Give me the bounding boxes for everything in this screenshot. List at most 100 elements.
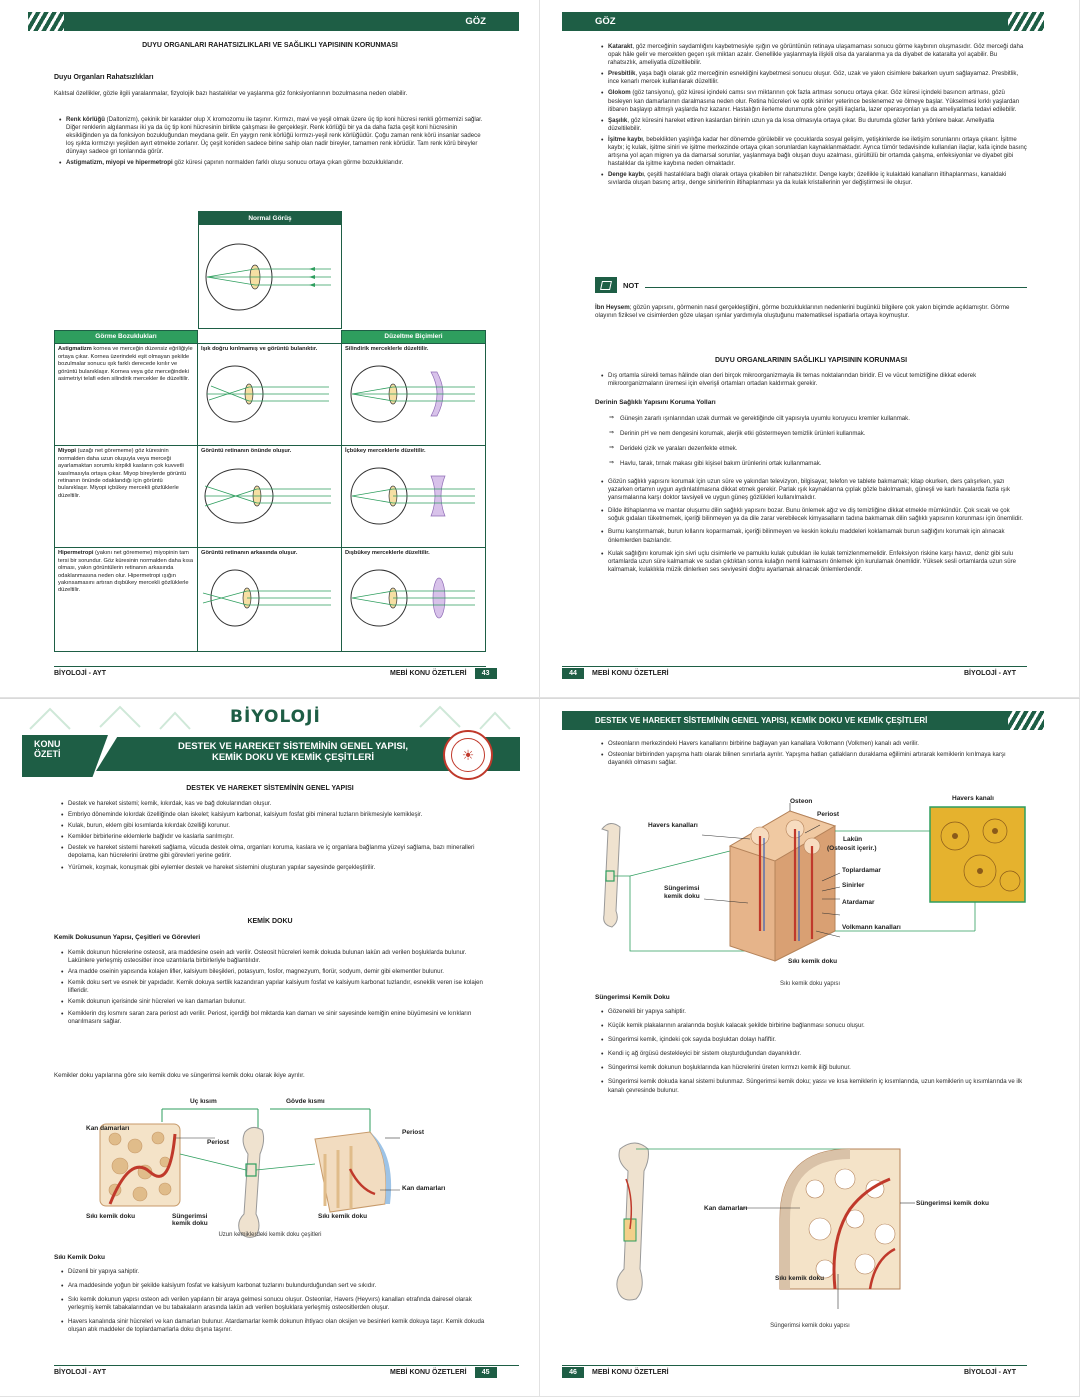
footer-right: BİYOLOJİ - AYT bbox=[964, 1368, 1016, 1376]
spongy-list: Gözenekli bir yapıya sahiptir. Küçük kem… bbox=[600, 1008, 1027, 1098]
header-title: GÖZ bbox=[465, 16, 486, 27]
label-spongy-1: Süngerimsi bbox=[664, 885, 700, 892]
header-title: GÖZ bbox=[595, 16, 616, 27]
footer-rule bbox=[54, 666, 486, 667]
list-item: Osteonlar birbirinden yapışma hattı olar… bbox=[600, 751, 1027, 767]
label-havers-canals: Havers kanalları bbox=[648, 822, 698, 829]
figure-caption-1: Sıkı kemik doku yapısı bbox=[779, 981, 841, 987]
label-vein: Toplardamar bbox=[842, 867, 881, 874]
figure-caption-2: Süngerimsi kemik doku yapısı bbox=[770, 1323, 850, 1329]
list-item: Ara maddesinde yoğun bir şekilde kalsiyu… bbox=[60, 1282, 487, 1291]
list-item: Şaşılık, göz küresini hareket ettiren ka… bbox=[600, 117, 1027, 133]
table-row: Hipermetropi (yakını net görememe) miyop… bbox=[53, 547, 486, 653]
brand-title: BİYOLOJİ bbox=[230, 707, 321, 727]
section-heading: Duyu Organları Rahatsızlıkları bbox=[54, 74, 154, 81]
list-item: Kendi iç ağ örgüsü destekleyici bir sist… bbox=[600, 1050, 1027, 1059]
list-item: Havlu, tarak, tırnak makası gibi kişisel… bbox=[608, 460, 1027, 468]
list-item: Ara madde oseinin yapısında kolajen lifl… bbox=[60, 968, 487, 977]
cylindrical-lens-diagram bbox=[350, 365, 475, 423]
astigmatism-cell: Işık doğru kırılmamış ve görüntü bulanık… bbox=[197, 343, 342, 447]
label-blood-vessels: Kan damarları bbox=[704, 1205, 748, 1212]
decor-triangles bbox=[29, 705, 511, 730]
normal-eye-diagram bbox=[205, 243, 331, 311]
label-osteon: Osteon bbox=[790, 798, 813, 805]
figure-caption: Uzun kemiklerdeki kemik doku çeşitleri bbox=[218, 1232, 322, 1238]
page-header: GÖZ bbox=[562, 12, 1008, 31]
list-item: Süngerimsi kemik dokunun boşluklarında k… bbox=[600, 1064, 1027, 1073]
list-item: Kulak, burun, eklem gibi kısımlarda kıkı… bbox=[60, 822, 487, 831]
note-label: NOT bbox=[623, 280, 639, 290]
label-lacuna-note: (Osteosit içerir.) bbox=[827, 845, 877, 852]
footer-right: BİYOLOJİ - AYT bbox=[964, 669, 1016, 677]
label-compact-bone: Sıkı kemik doku bbox=[86, 1213, 136, 1220]
table-row: Astigmatizm kornea ve merceğin düzensiz … bbox=[53, 343, 486, 447]
section-title: DESTEK VE HAREKET SİSTEMİNİN GENEL YAPIS… bbox=[186, 785, 354, 792]
convex-lens-diagram bbox=[350, 569, 475, 627]
ministry-seal: ☀ bbox=[443, 730, 493, 780]
page-header: GÖZ bbox=[64, 12, 519, 31]
list-item: Süngerimsi kemik dokuda kanal sistemi bu… bbox=[600, 1078, 1027, 1094]
page-number: 43 bbox=[474, 667, 497, 679]
page-title: DUYU ORGANLARI RAHATSIZLIKLARI VE SAĞLIK… bbox=[142, 42, 398, 49]
label-compact-bone: Sıkı kemik doku bbox=[788, 958, 838, 965]
hyperopia-cell: Görüntü retinanın arkasında oluşur. bbox=[197, 547, 342, 653]
bone-list: Kemik dokunun hücrelerine osteosit, ara … bbox=[60, 949, 487, 1029]
myopia-eye-diagram bbox=[204, 468, 332, 524]
label-spongy-bone: Süngerimsi kemik doku bbox=[172, 1213, 208, 1228]
astigmatism-eye-diagram bbox=[206, 365, 330, 423]
system-list: Destek ve hareket sistemi; kemik, kıkırd… bbox=[60, 800, 487, 875]
list-item: Güneşin zararlı ışınlarından uzak durmak… bbox=[608, 415, 1027, 423]
page-number: 45 bbox=[474, 1366, 497, 1378]
col-header-empty bbox=[197, 329, 342, 345]
label-periosteum: Periost bbox=[207, 1139, 230, 1146]
note-icon bbox=[595, 277, 617, 293]
list-item: Derinin pH ve nem dengesini korumak, ale… bbox=[608, 430, 1027, 438]
convex-lens-cell: Dışbükey merceklerle düzeltilir. bbox=[341, 547, 486, 653]
footer-rule bbox=[562, 1365, 1027, 1366]
skin-care-list: Güneşin zararlı ışınlarından uzak durmak… bbox=[608, 415, 1027, 475]
label-artery: Atardamar bbox=[842, 899, 875, 906]
concave-lens-diagram bbox=[350, 467, 475, 525]
spongy-bone-figure bbox=[616, 1142, 915, 1309]
list-item: Renk körlüğü (Daltonizm), çekinik bir ka… bbox=[58, 116, 486, 156]
list-item: Glokom (göz tansiyonu), göz küresi içind… bbox=[600, 89, 1027, 113]
normal-vision-box: Normal Görüş bbox=[198, 211, 342, 329]
label-periosteum-2: Periost bbox=[402, 1129, 425, 1136]
label-blood-vessels-2: Kan damarları bbox=[402, 1185, 446, 1192]
compact-subheading: Sıkı Kemik Doku bbox=[54, 1254, 105, 1261]
list-item: Küçük kemik plakalarının aralarında boşl… bbox=[600, 1022, 1027, 1031]
cylindrical-lens-cell: Silindirik merceklerle düzeltilir. bbox=[341, 343, 486, 447]
list-item: Destek ve hareket sistemi; kemik, kıkırd… bbox=[60, 800, 487, 809]
header-stripes bbox=[1008, 12, 1044, 31]
label-shaft: Gövde kısmı bbox=[286, 1098, 325, 1105]
list-item: Sıkı kemik dokunun yapısı osteon adı ver… bbox=[60, 1296, 487, 1312]
compact-bone-figure bbox=[601, 803, 1026, 962]
label-end-part: Uç kısım bbox=[190, 1098, 217, 1105]
list-item: Denge kaybı, çeşitli hastalıklara bağlı … bbox=[600, 171, 1027, 187]
list-item: Kulak sağlığını korumak için sivri uçlu … bbox=[600, 550, 1027, 574]
list-item: Astigmatizm, miyopi ve hipermetropi göz … bbox=[58, 159, 486, 168]
protection-list: Dış ortamla sürekli temas hâlinde olan d… bbox=[600, 372, 1027, 391]
organ-care-list: Gözün sağlıklı yapısını korumak için uzu… bbox=[600, 478, 1027, 577]
label-compact-bone-2: Sıkı kemik doku bbox=[318, 1213, 368, 1220]
list-item: Kemik dokunun içerisinde sinir hücreleri… bbox=[60, 998, 487, 1007]
list-item: Burnu kanştırmamak, burun kıllarını kopa… bbox=[600, 528, 1027, 544]
page-44: GÖZ Katarakt, göz merceğinin saydamlığın… bbox=[540, 0, 1080, 698]
list-item: Kemikler birbirlerine eklemlerle bağlıdı… bbox=[60, 833, 487, 842]
header-title: DESTEK VE HAREKET SİSTEMİNİN GENEL YAPIS… bbox=[595, 716, 928, 725]
header-stripes bbox=[1008, 711, 1044, 730]
list-item: Yürümek, koşmak, konuşmak gibi eylemler … bbox=[60, 864, 487, 873]
myopia-desc: Miyopi (uzağı net görememe) göz küresini… bbox=[53, 445, 199, 549]
label-lacuna: Lakün bbox=[843, 836, 863, 843]
page-header: DESTEK VE HAREKET SİSTEMİNİN GENEL YAPIS… bbox=[562, 711, 1008, 730]
page-number: 44 bbox=[562, 667, 584, 679]
disorder-list: Renk körlüğü (Daltonizm), çekinik bir ka… bbox=[58, 116, 486, 171]
label-compact-bone-2: Sıkı kemik doku bbox=[775, 1275, 825, 1282]
list-item: Dilde iltihaplanma ve mantar oluşumu dil… bbox=[600, 507, 1027, 523]
list-item: Havers kanalında sinir hücreleri ve kan … bbox=[60, 1318, 487, 1334]
footer-left: BİYOLOJİ - AYT bbox=[54, 1368, 106, 1376]
